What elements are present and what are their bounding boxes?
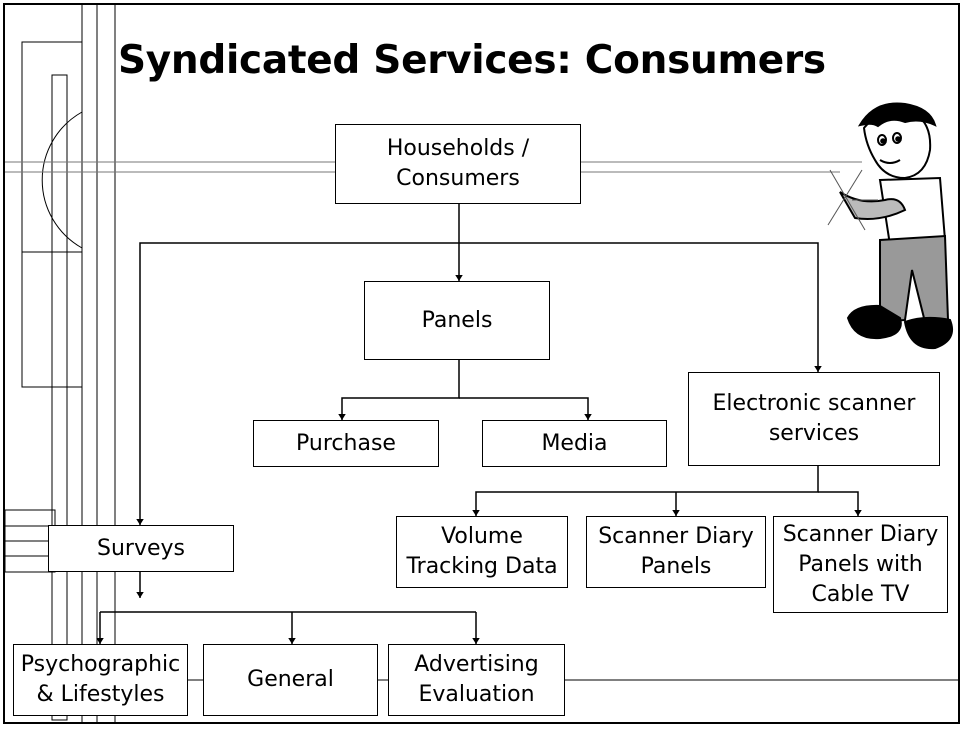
arrowhead-media: [584, 414, 592, 420]
arrowhead-electronic_scanner: [814, 366, 822, 372]
node-advertising: Advertising Evaluation: [388, 644, 565, 716]
slide-title: Syndicated Services: Consumers: [118, 38, 826, 83]
node-media: Media: [482, 420, 667, 467]
connector-households-surveys: [139, 242, 459, 525]
connector-panels-purchase: [341, 360, 460, 420]
arrowhead-scanner_diary_cable: [854, 510, 862, 516]
node-surveys: Surveys: [48, 525, 234, 572]
node-electronic-scanner: Electronic scanner services: [688, 372, 940, 466]
connector-electronic_scanner-volume_tracking: [475, 466, 819, 516]
node-purchase: Purchase: [253, 420, 439, 467]
arrowhead-advertising: [472, 638, 480, 644]
arrowhead-surveys-stub: [136, 592, 144, 598]
arrowhead-purchase: [338, 414, 346, 420]
arrowhead-general: [288, 638, 296, 644]
connector-panels-media: [459, 397, 589, 420]
arrowhead-scanner_diary: [672, 510, 680, 516]
node-households: Households / Consumers: [335, 124, 581, 204]
arrowhead-volume_tracking: [472, 510, 480, 516]
node-scanner-diary-cable: Scanner Diary Panels with Cable TV: [773, 516, 948, 613]
node-panels: Panels: [364, 281, 550, 360]
connector-electronic_scanner-scanner_diary_cable: [818, 491, 859, 516]
node-scanner-diary: Scanner Diary Panels: [586, 516, 766, 588]
cartoon-boy-icon: [827, 102, 954, 350]
slide-frame: [3, 3, 960, 724]
arrowhead-surveys: [136, 519, 144, 525]
connector-households-electronic_scanner: [459, 242, 819, 372]
node-psychographic: Psychographic & Lifestyles: [13, 644, 188, 716]
node-general: General: [203, 644, 378, 716]
arrowhead-psychographic: [96, 638, 104, 644]
arrowhead-panels: [455, 275, 463, 281]
node-volume-tracking: Volume Tracking Data: [396, 516, 568, 588]
